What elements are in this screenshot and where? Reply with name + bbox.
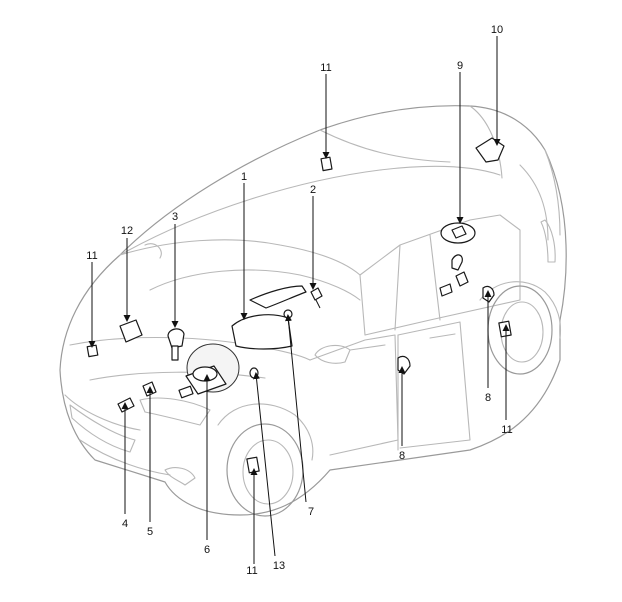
callout-label-11-front-wheel: 11 [246, 565, 257, 577]
rear-seat-sensor-inner [451, 225, 467, 239]
component-parts [86, 137, 512, 474]
driver-airbag-cover [192, 366, 218, 382]
rear-belt-buckle [439, 283, 453, 297]
callout-label-12: 12 [121, 225, 133, 237]
impact-sensor-rear-wheel [498, 320, 512, 338]
steering-column [178, 385, 194, 399]
callout-label-11-rear-wheel: 11 [501, 424, 512, 436]
callout-label-10: 10 [491, 24, 503, 36]
curtain-airbag-module [249, 285, 307, 309]
srs-control-module [119, 319, 143, 343]
callout-label-1: 1 [241, 171, 247, 183]
impact-sensor-front-left [86, 344, 99, 358]
callout-label-11-roof: 11 [320, 62, 331, 74]
impact-sensor-front-wheel [246, 456, 260, 474]
leader-lines [88, 36, 510, 564]
clock-spring-shaft [171, 345, 179, 361]
clock-spring [167, 328, 185, 349]
callout-label-13: 13 [273, 560, 285, 572]
rear-belt-pretensioner [451, 254, 463, 271]
front-impact-sensor [117, 397, 135, 413]
callout-label-4: 4 [122, 518, 128, 530]
side-impact-sensor [249, 367, 259, 379]
callout-label-7: 7 [308, 506, 314, 518]
callout-label-3: 3 [172, 211, 178, 223]
callout-labels: 1 2 3 4 5 6 7 8 8 9 10 11 11 11 11 12 13 [86, 24, 512, 577]
passenger-airbag-module [231, 314, 293, 350]
seat-side-airbag-front [397, 355, 411, 375]
impact-sensor-roof [320, 156, 333, 172]
callout-label-5: 5 [147, 526, 153, 538]
callout-label-8-rear: 8 [485, 392, 491, 404]
vehicle-outline [59, 105, 567, 517]
callout-label-11-front-left: 11 [86, 250, 97, 262]
callout-label-2: 2 [310, 184, 316, 196]
callout-label-9: 9 [457, 60, 463, 72]
seatbelt-pretensioner [310, 287, 323, 301]
callout-label-8-front: 8 [399, 450, 405, 462]
callout-label-6: 6 [204, 544, 210, 556]
rear-belt-anchor [455, 271, 469, 287]
